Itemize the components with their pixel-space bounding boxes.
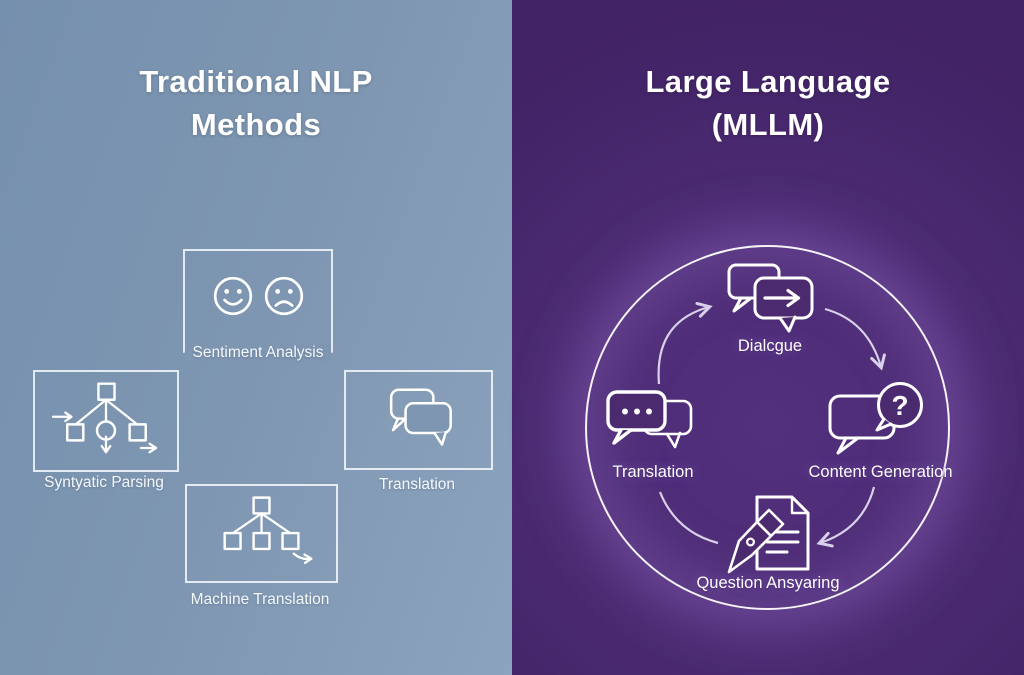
pen-document-icon (727, 495, 810, 574)
machine-translation-box (185, 484, 338, 583)
llm-translation-label: Translation (612, 463, 694, 481)
question-bubble-icon: ? (828, 382, 923, 455)
dialogue-bubbles-arrow-icon (727, 263, 814, 333)
cycle-circle (585, 245, 950, 610)
right-title-line2: (MLLM) (711, 107, 825, 142)
tree-diagram-arrow-icon (222, 495, 313, 564)
dialogue-label: Dialcgue (737, 337, 803, 355)
arrow-translation-to-dialogue (657, 301, 713, 385)
syntactic-parsing-box (33, 370, 179, 472)
cycle-arrows (657, 301, 886, 548)
arrow-dialogue-to-content (824, 307, 886, 371)
question-answering-label: Question Ansyaring (696, 574, 840, 592)
llm-panel: Large Language (MLLM) Dialcgue (512, 0, 1024, 675)
left-panel-title: Traditional NLP Methods (0, 60, 512, 146)
arrow-content-to-question (816, 486, 876, 548)
translation-label: Translation (378, 476, 456, 493)
traditional-nlp-panel: Traditional NLP Methods Sentiment An (0, 0, 512, 675)
content-generation-label: Content Generation (808, 463, 953, 481)
happy-face-icon (213, 276, 252, 316)
machine-translation-label: Machine Translation (190, 591, 330, 608)
parse-tree-loop-icon (51, 381, 158, 453)
right-panel-title: Large Language (MLLM) (512, 60, 1024, 146)
left-title-line1: Traditional NLP (139, 64, 373, 99)
arrow-question-to-translation (658, 491, 719, 545)
translation-box (344, 370, 493, 470)
question-mark-glyph: ? (891, 390, 908, 421)
sad-face-icon (264, 276, 303, 316)
sentiment-analysis-box (183, 249, 333, 353)
dots-speech-bubbles-icon (606, 390, 693, 449)
left-title-line2: Methods (190, 107, 322, 142)
speech-bubbles-icon (389, 388, 452, 446)
sentiment-faces (210, 273, 307, 319)
sentiment-analysis-label: Sentiment Analysis (163, 344, 353, 362)
syntactic-parsing-label: Syntyatic Parsing (44, 474, 164, 491)
right-title-line1: Large Language (645, 64, 891, 99)
